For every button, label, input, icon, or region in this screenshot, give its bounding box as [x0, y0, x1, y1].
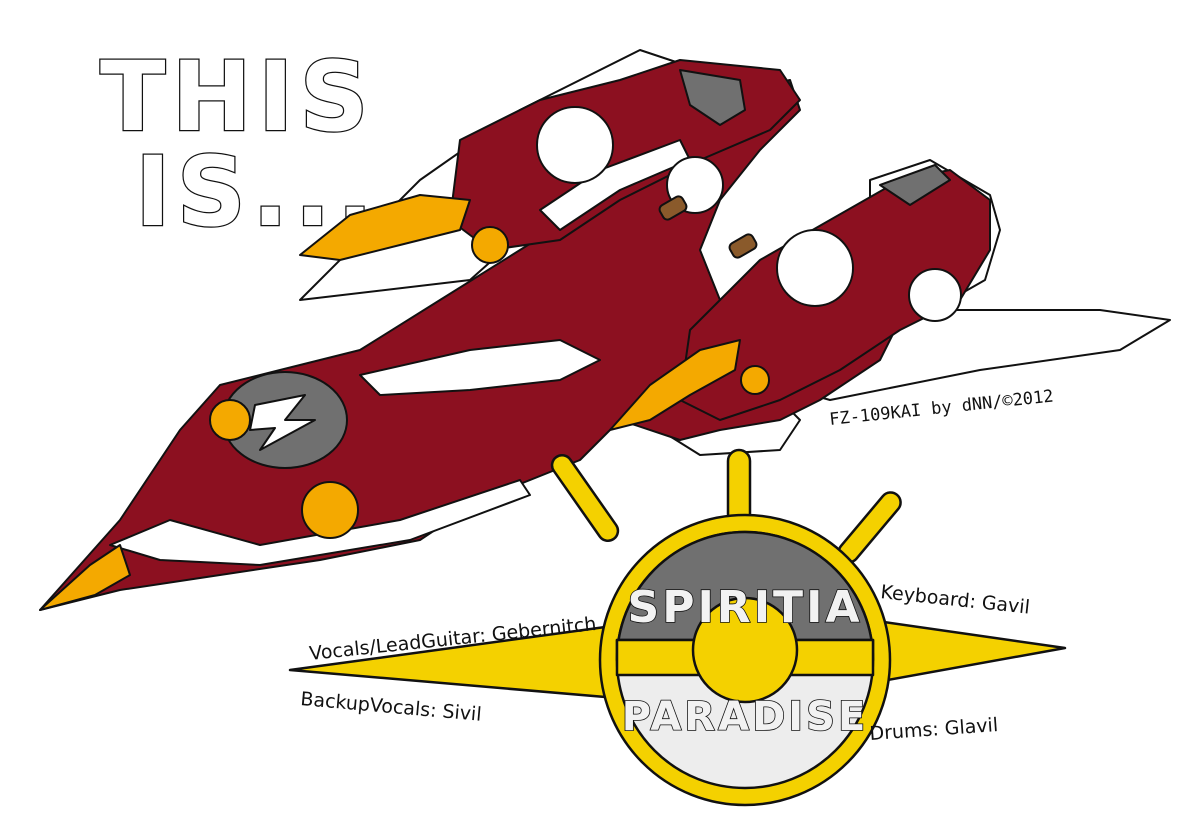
joint-piece-2 [728, 233, 758, 259]
engine-port-3 [471, 226, 509, 264]
turbine-fan-3 [776, 229, 854, 307]
intro-title: THIS IS... [99, 40, 375, 250]
hull-stripe-1 [359, 339, 601, 396]
joint-piece-1 [658, 195, 688, 221]
engine-port-2 [301, 481, 359, 539]
engine-port-4 [740, 365, 770, 395]
logo-top-text: SPIRITIA [628, 582, 863, 633]
logo-lettering: SPIRITIA PARADISE [621, 581, 869, 741]
upper-cockpit [679, 69, 746, 126]
right-cockpit [879, 164, 951, 206]
member-keyboard: Keyboard: Gavil [879, 581, 1030, 619]
member-backup: BackupVocals: Sivil [300, 688, 483, 726]
hull-stripe-2 [109, 479, 531, 566]
logo-center-dot [691, 596, 799, 704]
member-drums: Drums: Glavil [869, 714, 999, 745]
engine-port-1 [209, 399, 251, 441]
intro-line-1: THIS [100, 41, 375, 153]
upper-thruster [299, 194, 471, 261]
logo-top-band [615, 530, 875, 662]
turbine-fan-1 [536, 106, 614, 184]
logo-ray-left [550, 453, 620, 543]
logo-ray-center [726, 448, 752, 527]
nose-tip [39, 544, 131, 611]
spaceship-illustration [39, 49, 1171, 611]
lower-thruster [609, 339, 741, 431]
emblem-bolt [249, 394, 316, 451]
band-logo [288, 448, 1067, 807]
turbine-fan-4 [908, 268, 962, 322]
logo-bottom-text: PARADISE [622, 694, 869, 740]
